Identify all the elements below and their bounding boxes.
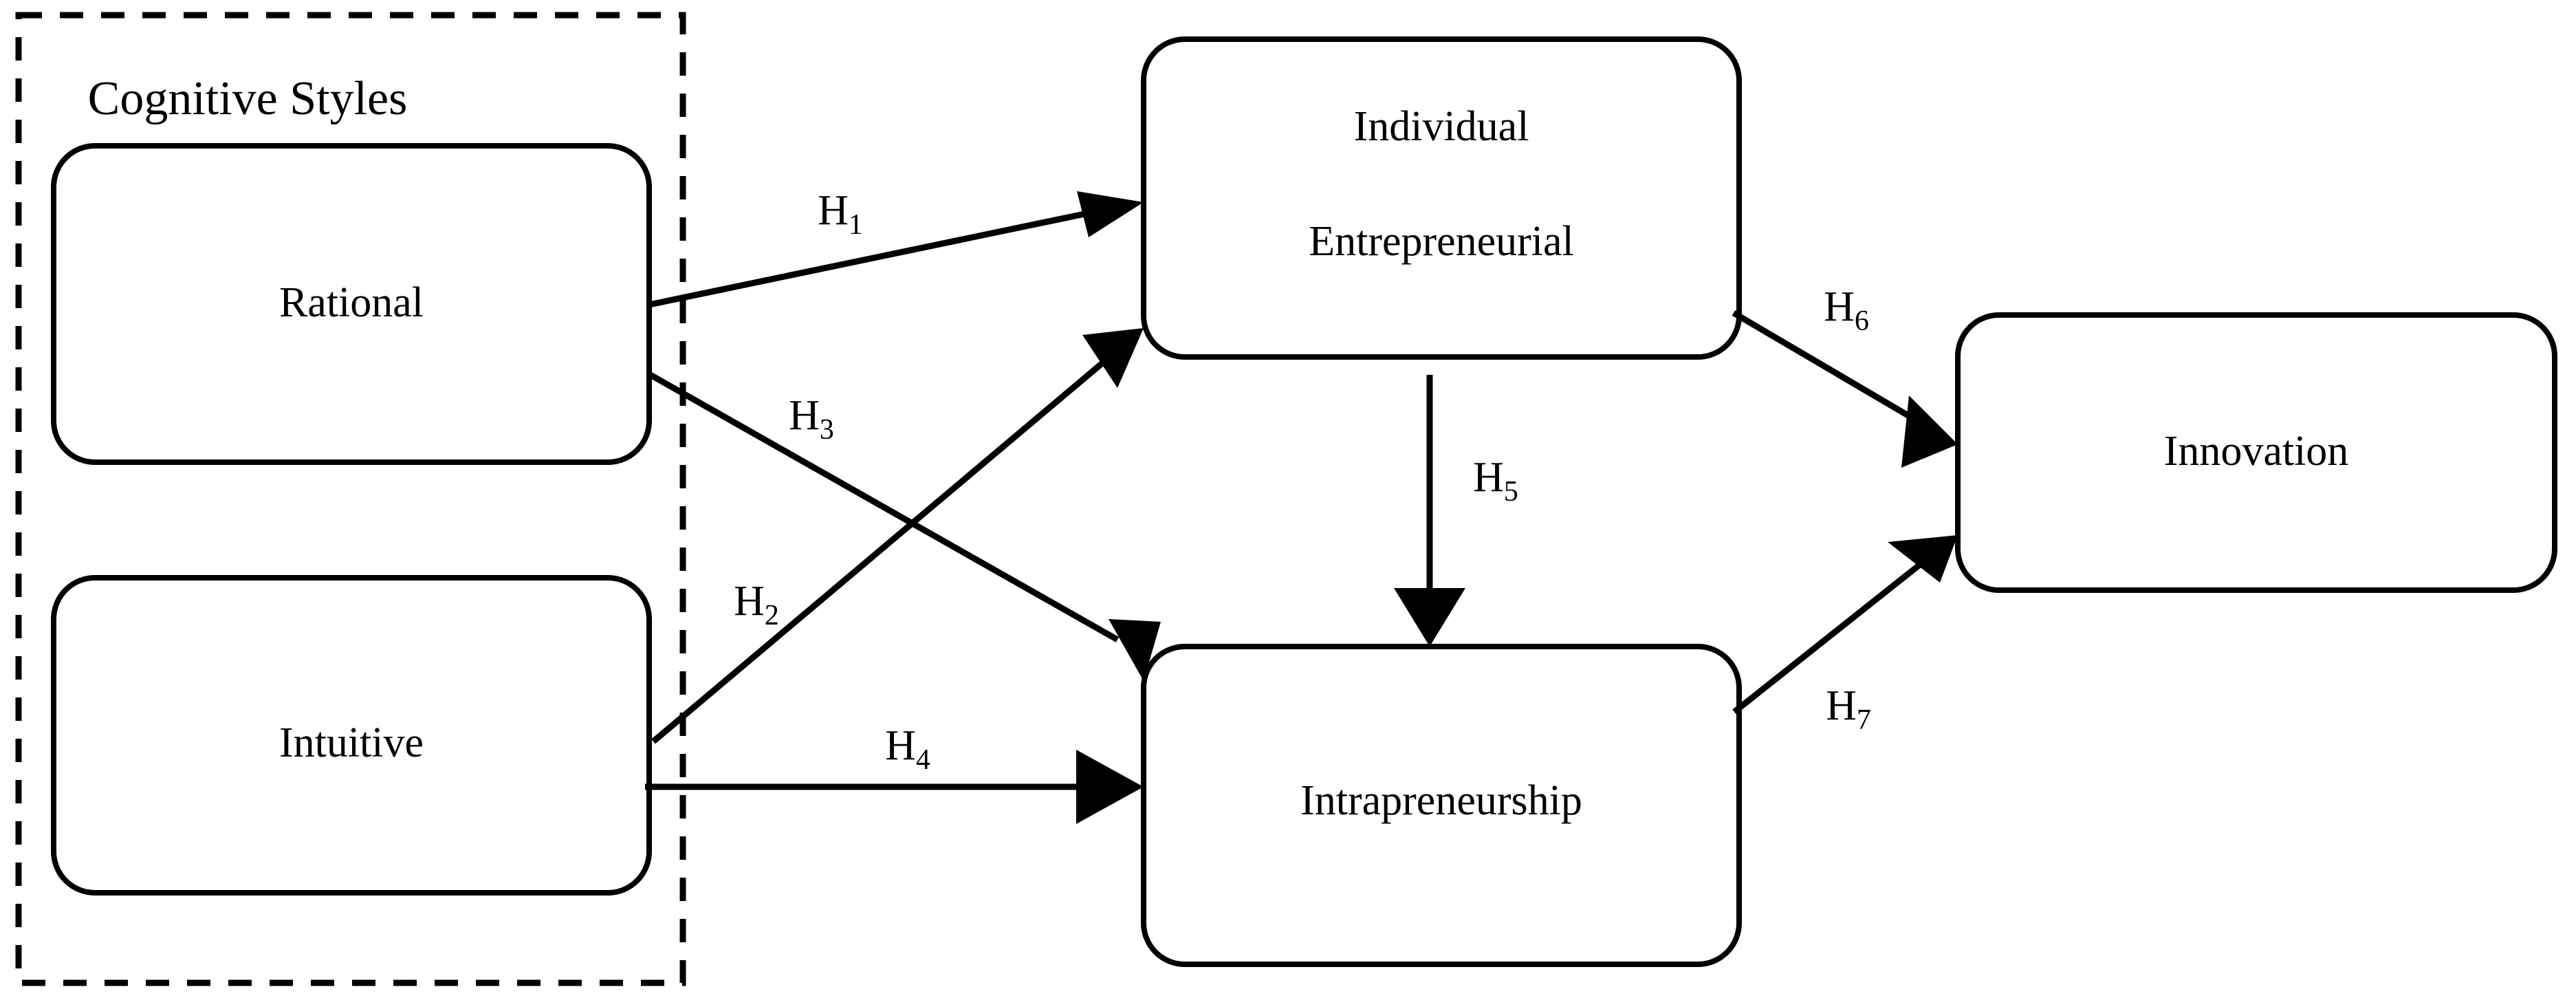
node-rational-label: Rational — [279, 279, 424, 326]
hypothesis-label-h2: H2 — [734, 578, 779, 631]
node-individual-entrepreneurial-label-line2: Entrepreneurial — [1309, 218, 1574, 265]
cognitive-styles-group-frame — [15, 12, 686, 986]
edge-h5-arrowhead — [1394, 588, 1465, 647]
node-innovation-label: Innovation — [2164, 428, 2349, 475]
hypothesis-label-h4-sub: 4 — [916, 744, 930, 776]
node-intuitive[interactable] — [51, 575, 652, 896]
hypothesis-label-h7-base: H — [1826, 682, 1857, 729]
hypothesis-label-h6-base: H — [1824, 283, 1855, 330]
node-intrapreneurship[interactable] — [1141, 644, 1742, 967]
edge-h6-arrowhead — [1901, 395, 1958, 468]
cognitive-styles-title: Cognitive Styles — [88, 72, 408, 125]
hypothesis-label-h7-sub: 7 — [1857, 704, 1871, 736]
edge-h6-line — [1732, 310, 1921, 424]
node-innovation[interactable] — [1955, 312, 2557, 593]
hypothesis-label-h3-sub: 3 — [820, 414, 834, 446]
hypothesis-label-h5-base: H — [1473, 454, 1504, 501]
hypothesis-label-h1-base: H — [818, 187, 849, 234]
edge-h2-line — [651, 345, 1122, 744]
edge-h1-arrowhead — [1077, 191, 1144, 237]
hypothesis-label-h2-sub: 2 — [765, 600, 779, 631]
hypothesis-label-h1-sub: 1 — [849, 209, 863, 241]
node-individual-entrepreneurial-label-line1: Individual — [1354, 103, 1529, 150]
edge-h1-line — [648, 203, 1122, 308]
edge-h3-arrowhead — [1109, 619, 1161, 681]
edge-h4-arrowhead — [1076, 750, 1144, 824]
edge-h3-line — [647, 371, 1120, 642]
edge-h2-arrowhead — [1082, 328, 1144, 388]
hypothesis-label-h3-base: H — [789, 392, 820, 439]
hypothesis-label-h4: H4 — [885, 722, 930, 775]
hypothesis-label-h4-base: H — [885, 722, 916, 769]
hypothesis-label-h1: H1 — [818, 187, 863, 240]
node-intrapreneurship-label: Intrapreneurship — [1300, 777, 1582, 824]
hypothesis-label-h6-sub: 6 — [1855, 305, 1869, 337]
node-individual-entrepreneurial[interactable] — [1141, 36, 1742, 360]
edge-h7-arrowhead — [1888, 535, 1958, 583]
edge-h7-line — [1732, 561, 1923, 715]
hypothesis-label-h6: H6 — [1824, 283, 1869, 336]
hypothesis-label-h5-sub: 5 — [1504, 476, 1518, 508]
hypothesis-label-h5: H5 — [1473, 454, 1518, 507]
hypothesis-label-h3: H3 — [789, 392, 834, 445]
hypothesis-label-h7: H7 — [1826, 682, 1871, 735]
hypothesis-label-h2-base: H — [734, 578, 765, 625]
node-intuitive-label: Intuitive — [279, 719, 424, 766]
